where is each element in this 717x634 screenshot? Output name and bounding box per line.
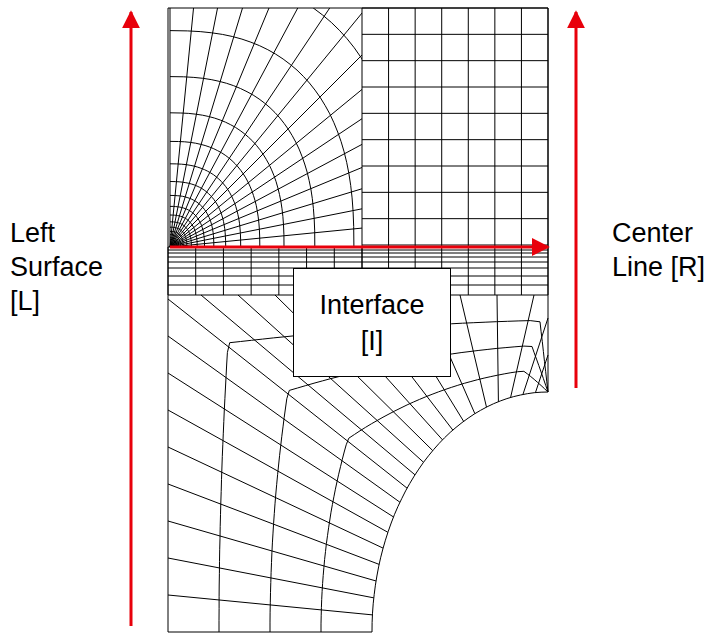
mesh-line — [168, 247, 169, 295]
mesh-line — [170, 8, 362, 247]
mesh-line — [170, 8, 171, 247]
mesh-line — [170, 94, 362, 247]
label-box: Interface [I] — [293, 268, 451, 377]
mesh-line — [372, 392, 548, 632]
mesh-line — [362, 139, 548, 140]
mesh-line — [468, 8, 469, 295]
mesh-line — [170, 8, 359, 247]
mesh-line — [362, 192, 548, 193]
mesh-line — [362, 245, 548, 246]
mesh-line — [362, 60, 548, 61]
box-text: Interface [I] — [312, 287, 432, 359]
mesh-line — [441, 8, 442, 295]
side-label: Left Surface [L] — [10, 216, 110, 318]
center-line-arrow — [575, 12, 578, 388]
mesh-line — [170, 169, 362, 247]
mesh-line — [195, 247, 196, 295]
finite-element-mesh — [168, 0, 570, 632]
mesh-line — [168, 8, 548, 632]
mesh-line — [362, 34, 548, 35]
mesh-line — [170, 8, 362, 247]
mesh-line — [223, 247, 224, 295]
mesh-line — [170, 8, 323, 247]
mesh-line — [168, 257, 548, 258]
mesh-line — [362, 8, 363, 295]
mesh-line — [168, 250, 548, 251]
mesh-line — [168, 247, 548, 248]
mesh-line — [270, 346, 548, 632]
mesh-line — [170, 77, 315, 247]
mesh-line — [362, 87, 548, 88]
red-arrows — [131, 12, 576, 626]
mesh-line — [170, 25, 362, 247]
mesh-line — [494, 8, 495, 295]
mesh-line — [388, 8, 389, 295]
mesh-line — [321, 371, 548, 632]
mesh-line — [170, 131, 362, 247]
mesh-line — [278, 247, 279, 295]
interface-arrow — [170, 246, 548, 249]
mesh-line — [362, 218, 548, 219]
mesh-line — [170, 247, 362, 248]
mesh-line — [362, 166, 548, 167]
mesh-line — [170, 208, 362, 247]
mesh-line — [415, 8, 416, 295]
left-surface-arrow — [130, 12, 133, 626]
mesh-line — [168, 253, 548, 254]
mesh-line — [170, 8, 362, 247]
mesh-line — [251, 247, 252, 295]
mesh-line — [362, 113, 548, 114]
mesh-line — [548, 8, 549, 295]
mesh-line — [170, 58, 362, 247]
side-label: Center Line [R] — [612, 216, 712, 284]
mesh-line — [521, 8, 522, 295]
mesh-line — [170, 31, 354, 247]
fan-mesh — [170, 8, 362, 247]
mesh-line — [362, 8, 548, 9]
mesh-line — [168, 262, 548, 263]
